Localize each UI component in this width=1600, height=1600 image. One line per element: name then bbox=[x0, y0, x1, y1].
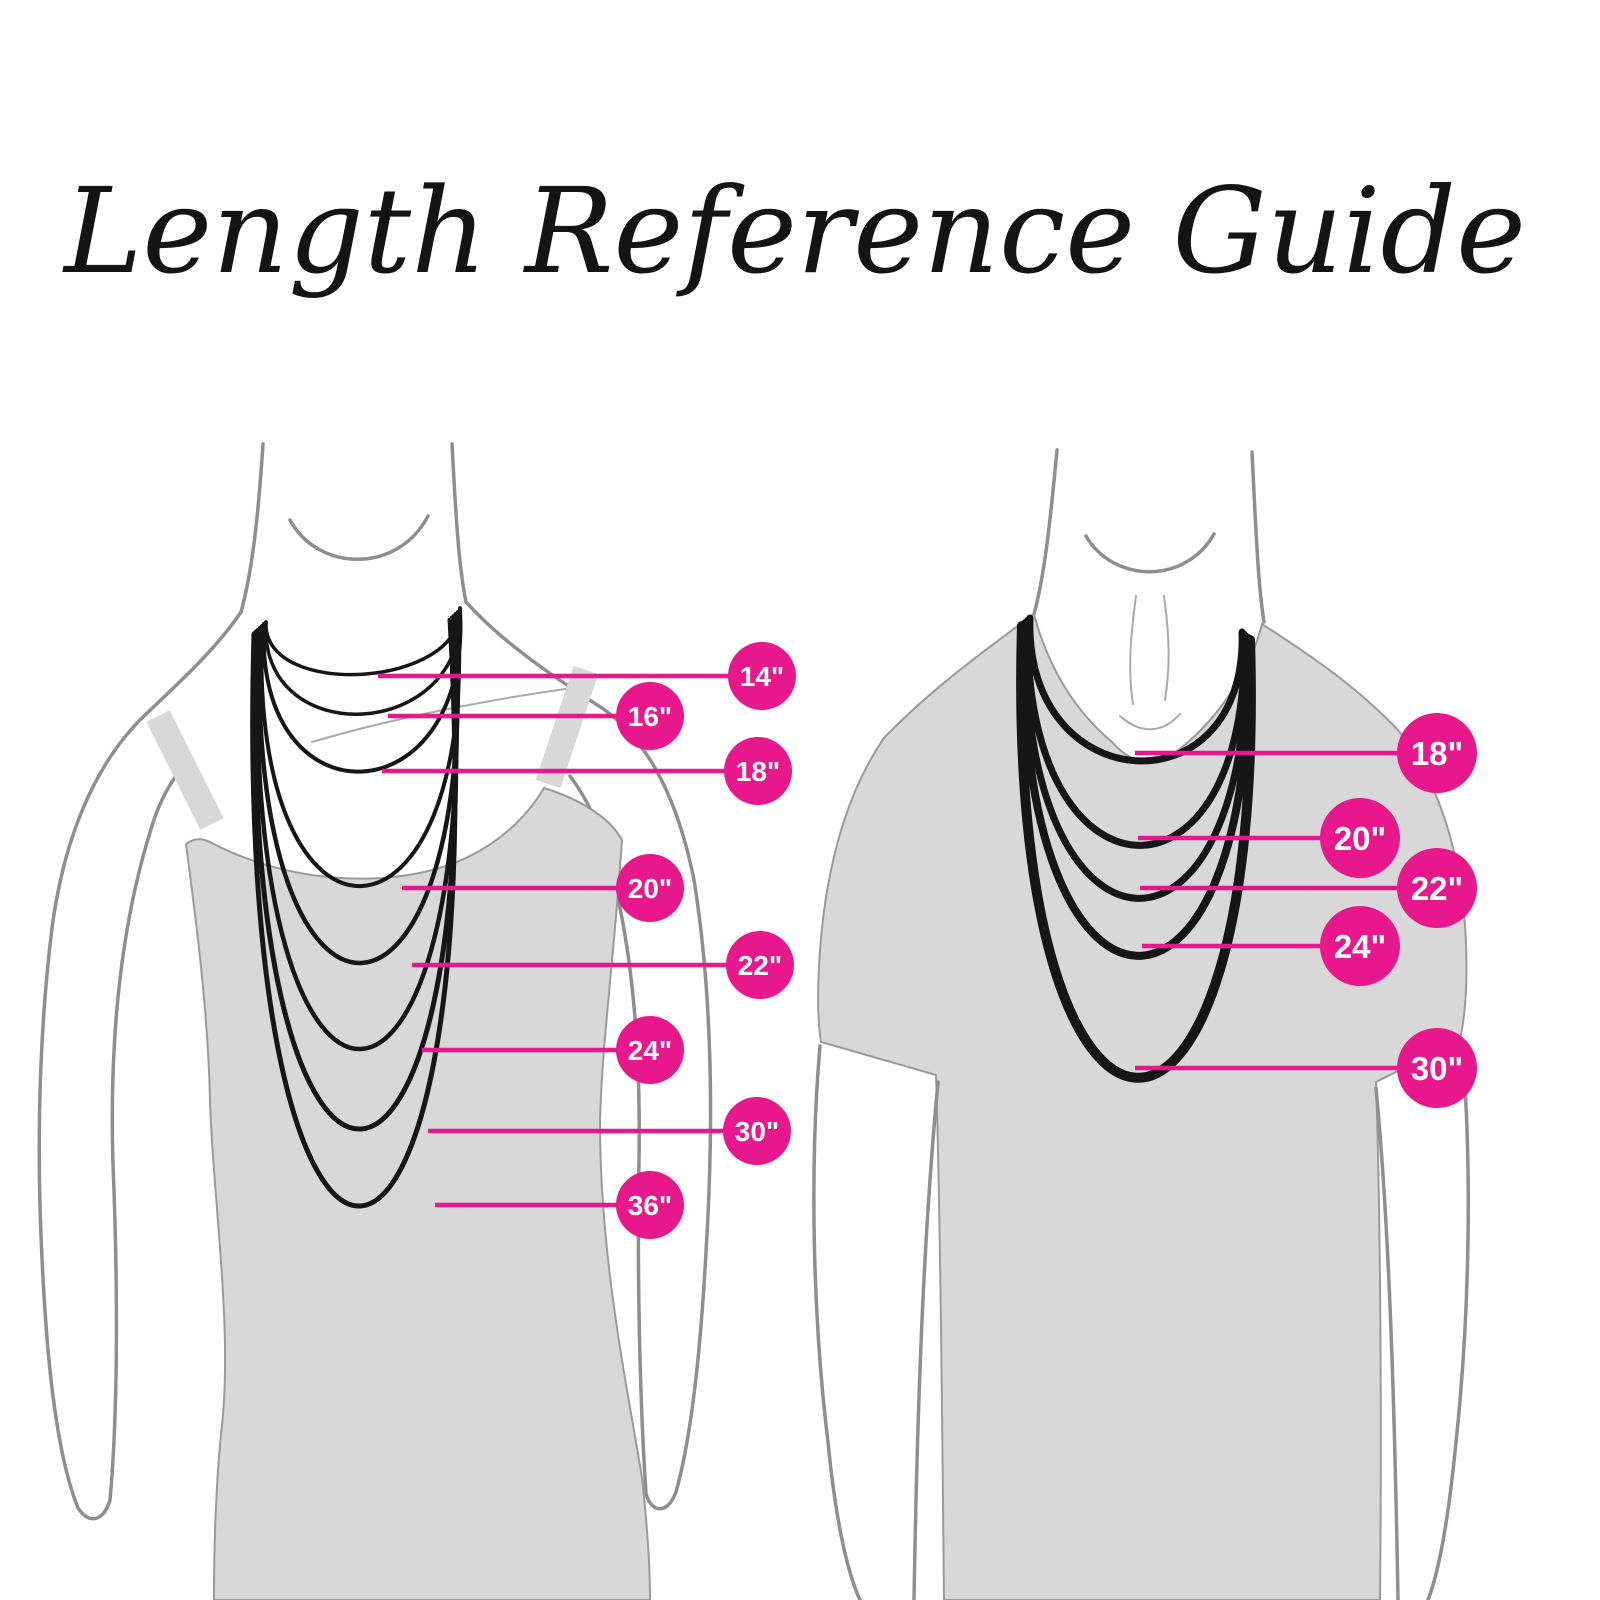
badge-18in: 18" bbox=[724, 737, 792, 805]
badge-circle bbox=[1320, 798, 1400, 878]
badge-label: 30" bbox=[735, 1116, 779, 1147]
necklace-arc-m18in bbox=[1026, 614, 1246, 765]
badge-label: 16" bbox=[628, 701, 672, 732]
necklace-arc-20in bbox=[259, 610, 462, 889]
woman-right-strap bbox=[535, 665, 599, 789]
badge-circle bbox=[616, 854, 684, 922]
badge-label: 18" bbox=[736, 756, 780, 787]
woman-neck-left bbox=[239, 442, 265, 614]
woman-neck-right bbox=[450, 442, 468, 604]
necklace-arc-16in bbox=[264, 606, 462, 716]
badge-label: 22" bbox=[1411, 870, 1463, 907]
badge-circle bbox=[1397, 1028, 1477, 1108]
badge-30in: 30" bbox=[723, 1097, 791, 1165]
man-right-arm-outer bbox=[1426, 1044, 1470, 1600]
badge-16in: 16" bbox=[616, 682, 684, 750]
badge-circle bbox=[1320, 906, 1400, 986]
necklace-arc-m30in bbox=[1016, 621, 1256, 1083]
necklace-arc-m20in bbox=[1024, 616, 1248, 849]
necklace-arc-36in bbox=[250, 617, 458, 1209]
badge-label: 20" bbox=[1334, 820, 1386, 857]
woman-chin bbox=[288, 514, 430, 561]
badge-circle bbox=[1397, 713, 1477, 793]
man-tshirt bbox=[817, 612, 1468, 1600]
badge-circle bbox=[728, 642, 796, 710]
woman-length-badges: 14" 16" 18" 20" 22" 24" 30" 36" bbox=[616, 642, 796, 1239]
woman-necklaces bbox=[250, 606, 463, 1209]
badge-36in: 36" bbox=[616, 1171, 684, 1239]
man-throat-base bbox=[1119, 713, 1181, 731]
badge-m24in: 24" bbox=[1320, 906, 1400, 986]
badge-24in: 24" bbox=[616, 1016, 684, 1084]
necklace-arc-14in bbox=[264, 606, 462, 677]
badge-label: 24" bbox=[628, 1035, 672, 1066]
page-title: Length Reference Guide bbox=[62, 162, 1526, 300]
badge-m18in: 18" bbox=[1397, 713, 1477, 793]
badge-label: 22" bbox=[738, 950, 782, 981]
man-jaw bbox=[1084, 532, 1216, 574]
badge-circle bbox=[724, 737, 792, 805]
badge-circle bbox=[726, 931, 794, 999]
badge-label: 30" bbox=[1411, 1050, 1463, 1087]
man-neck-left bbox=[1032, 448, 1059, 616]
man-silhouette bbox=[812, 448, 1470, 1600]
woman-right-arm bbox=[464, 600, 713, 1511]
necklace-arc-m22in bbox=[1022, 618, 1250, 902]
badge-label: 20" bbox=[628, 873, 672, 904]
badge-14in: 14" bbox=[728, 642, 796, 710]
badge-m22in: 22" bbox=[1397, 848, 1477, 928]
woman-collarbone-line bbox=[311, 687, 573, 743]
man-left-arm-outer bbox=[812, 1044, 862, 1600]
necklace-arc-22in bbox=[256, 611, 461, 966]
pointer-lines bbox=[378, 673, 1437, 1208]
man-length-badges: 18" 20" 22" 24" 30" bbox=[1320, 713, 1477, 1108]
woman-left-strap bbox=[146, 710, 224, 830]
man-throat-line-right bbox=[1163, 595, 1170, 701]
badge-circle bbox=[616, 1171, 684, 1239]
man-throat-line-left bbox=[1129, 595, 1137, 705]
badge-22in: 22" bbox=[726, 931, 794, 999]
man-right-arm-inner bbox=[1374, 1086, 1400, 1600]
necklace-arc-m24in bbox=[1019, 620, 1253, 960]
woman-silhouette bbox=[37, 442, 713, 1600]
man-neck-right bbox=[1250, 450, 1266, 624]
man-necklaces bbox=[1016, 614, 1256, 1083]
badge-20in: 20" bbox=[616, 854, 684, 922]
badge-circle bbox=[616, 1016, 684, 1084]
badge-label: 18" bbox=[1411, 735, 1463, 772]
badge-m20in: 20" bbox=[1320, 798, 1400, 878]
badge-label: 14" bbox=[740, 661, 784, 692]
badge-label: 24" bbox=[1334, 928, 1386, 965]
badge-label: 36" bbox=[628, 1190, 672, 1221]
badge-circle bbox=[723, 1097, 791, 1165]
badge-circle bbox=[616, 682, 684, 750]
badge-m30in: 30" bbox=[1397, 1028, 1477, 1108]
woman-left-arm bbox=[37, 610, 243, 1521]
man-left-arm-inner bbox=[912, 1080, 940, 1600]
badge-circle bbox=[1397, 848, 1477, 928]
